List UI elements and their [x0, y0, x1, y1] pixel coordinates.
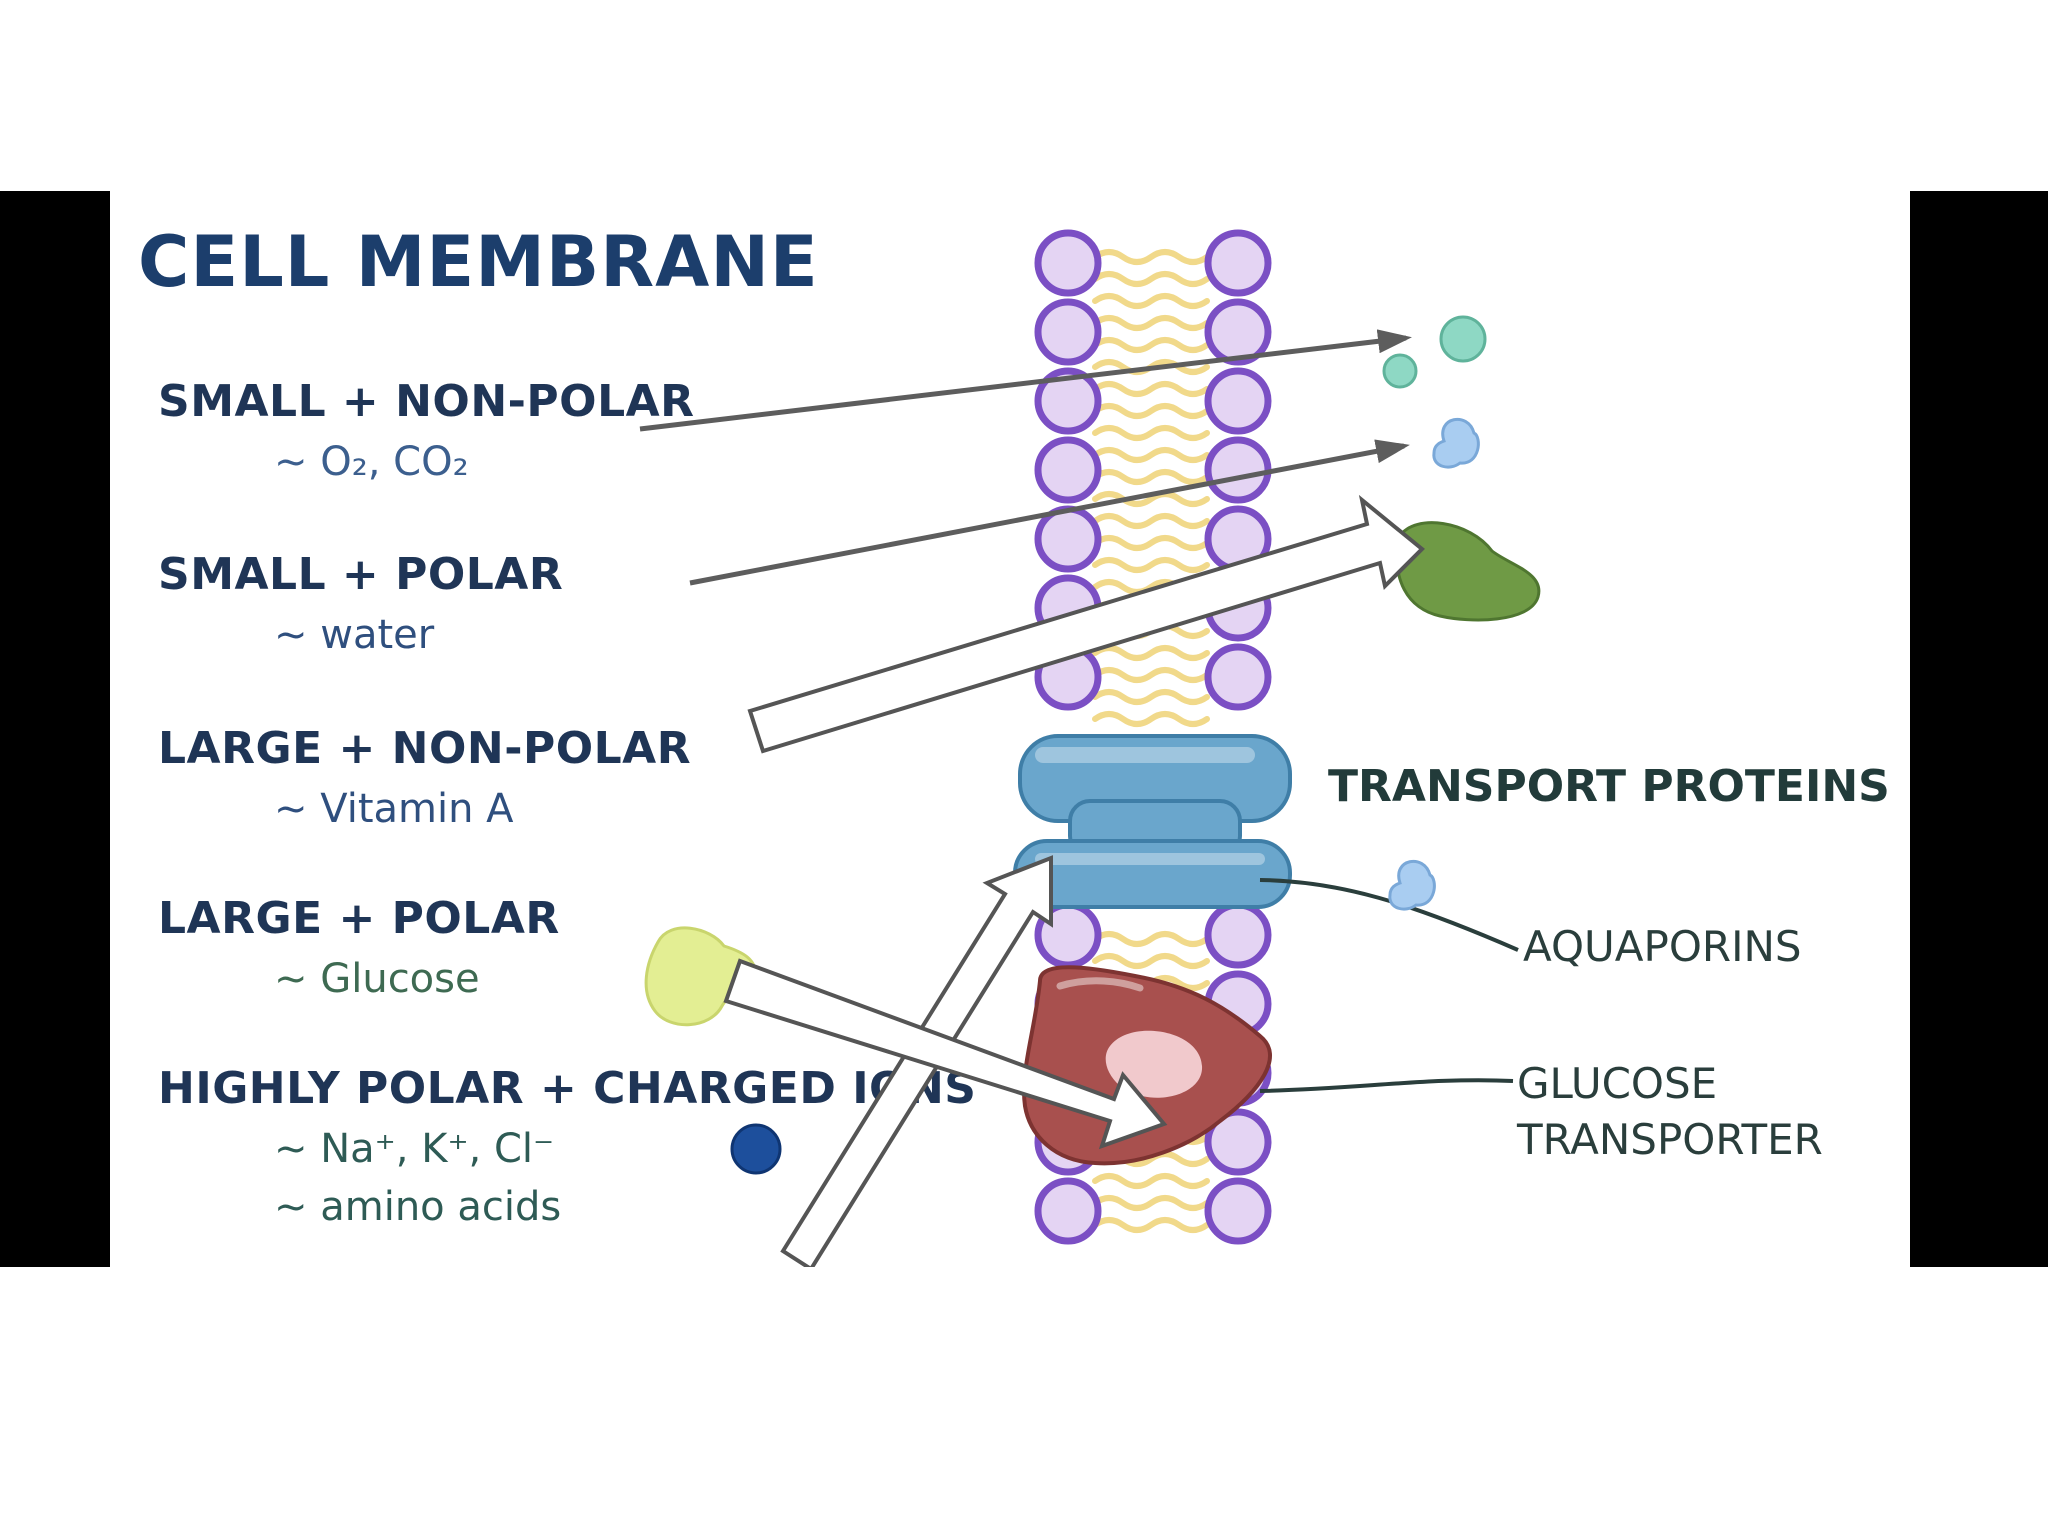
arrow-large-polar [723, 958, 1168, 1150]
glucose-transporter-label: GLUCOSE TRANSPORTER [1517, 1059, 1823, 1164]
phospholipid-head [1204, 229, 1272, 297]
category-small-nonpolar: SMALL + NON-POLAR ~ O₂, CO₂ [158, 376, 695, 491]
oxygen-molecule [1382, 315, 1487, 389]
category-example: ~ water [274, 612, 435, 658]
lipid-tail [1092, 711, 1210, 727]
lipid-tail [1092, 513, 1210, 529]
water-molecule [1388, 859, 1436, 911]
transport-proteins-heading: TRANSPORT PROTEINS [1328, 761, 1890, 812]
phospholipid-head [1034, 505, 1102, 573]
lipid-tail [1092, 491, 1210, 507]
lipid-tail [1092, 557, 1210, 573]
diagram-panel: CELL MEMBRANE SMALL + NON-POLAR ~ O₂, CO… [110, 191, 1910, 1267]
phospholipid-head [1034, 367, 1102, 435]
lipid-tail [1092, 337, 1210, 353]
arrow-small-polar [689, 439, 1410, 586]
phospholipid-head [1204, 1177, 1272, 1245]
category-example: ~ O₂, CO₂ [274, 439, 469, 485]
lipid-tail [1092, 447, 1210, 463]
vitamin-a-molecule [1395, 521, 1541, 622]
category-label: SMALL + POLAR [158, 549, 564, 600]
water-molecule [1432, 417, 1480, 469]
lipid-tail [1092, 315, 1210, 331]
membrane-illustration [639, 229, 1541, 1267]
lipid-tail [1092, 425, 1210, 441]
lipid-tail [1092, 293, 1210, 309]
category-label: LARGE + NON-POLAR [158, 723, 692, 774]
diagram-title: CELL MEMBRANE [138, 221, 819, 303]
lipid-tail [1092, 953, 1210, 969]
phospholipid-head [1034, 1177, 1102, 1245]
lipid-tail [1092, 667, 1210, 683]
letterbox-right [1910, 191, 2048, 1267]
phospholipid-head [1034, 436, 1102, 504]
phospholipid-head [1204, 1108, 1272, 1176]
category-example: ~ Na⁺, K⁺, Cl⁻ [274, 1126, 555, 1172]
phospholipid-head [1204, 367, 1272, 435]
lipid-tail [1092, 645, 1210, 661]
arrow-large-nonpolar [747, 494, 1425, 754]
category-label: HIGHLY POLAR + CHARGED IONS [158, 1063, 977, 1114]
lipid-tail [1092, 381, 1210, 397]
category-large-polar: LARGE + POLAR ~ Glucose [158, 893, 560, 1008]
phospholipid-head [1204, 436, 1272, 504]
lipid-tail [1092, 271, 1210, 287]
lipid-tail [1092, 1195, 1210, 1211]
lipid-tail [1092, 535, 1210, 551]
category-large-nonpolar: LARGE + NON-POLAR ~ Vitamin A [158, 723, 691, 838]
lipid-tail [1092, 931, 1210, 947]
letterbox-left [0, 191, 110, 1267]
ion-molecule [730, 1123, 782, 1175]
category-label: LARGE + POLAR [158, 893, 560, 944]
phospholipid-head [1034, 298, 1102, 366]
lipid-tail [1092, 689, 1210, 705]
category-example: ~ amino acids [274, 1184, 562, 1230]
phospholipid-head [1034, 229, 1102, 297]
category-label: SMALL + NON-POLAR [158, 376, 695, 427]
category-example: ~ Glucose [274, 956, 480, 1002]
lipid-tail [1092, 249, 1210, 265]
lipid-tail [1092, 403, 1210, 419]
aquaporin-leader-line [1259, 878, 1519, 952]
category-small-polar: SMALL + POLAR ~ water [158, 549, 563, 664]
lipid-tail [1092, 469, 1210, 485]
aquaporins-label: AQUAPORINS [1523, 922, 1802, 971]
phospholipid-head [1204, 298, 1272, 366]
transporter-leader-line [1259, 1078, 1514, 1093]
category-charged-ions: HIGHLY POLAR + CHARGED IONS ~ Na⁺, K⁺, C… [158, 1063, 976, 1236]
lipid-tail [1092, 1217, 1210, 1233]
category-example: ~ Vitamin A [274, 786, 514, 832]
lipid-tail [1092, 1173, 1210, 1189]
aquaporin-protein [1013, 734, 1292, 909]
phospholipid-head [1204, 643, 1272, 711]
arrow-small-nonpolar [639, 329, 1412, 432]
phospholipid-head [1204, 901, 1272, 969]
